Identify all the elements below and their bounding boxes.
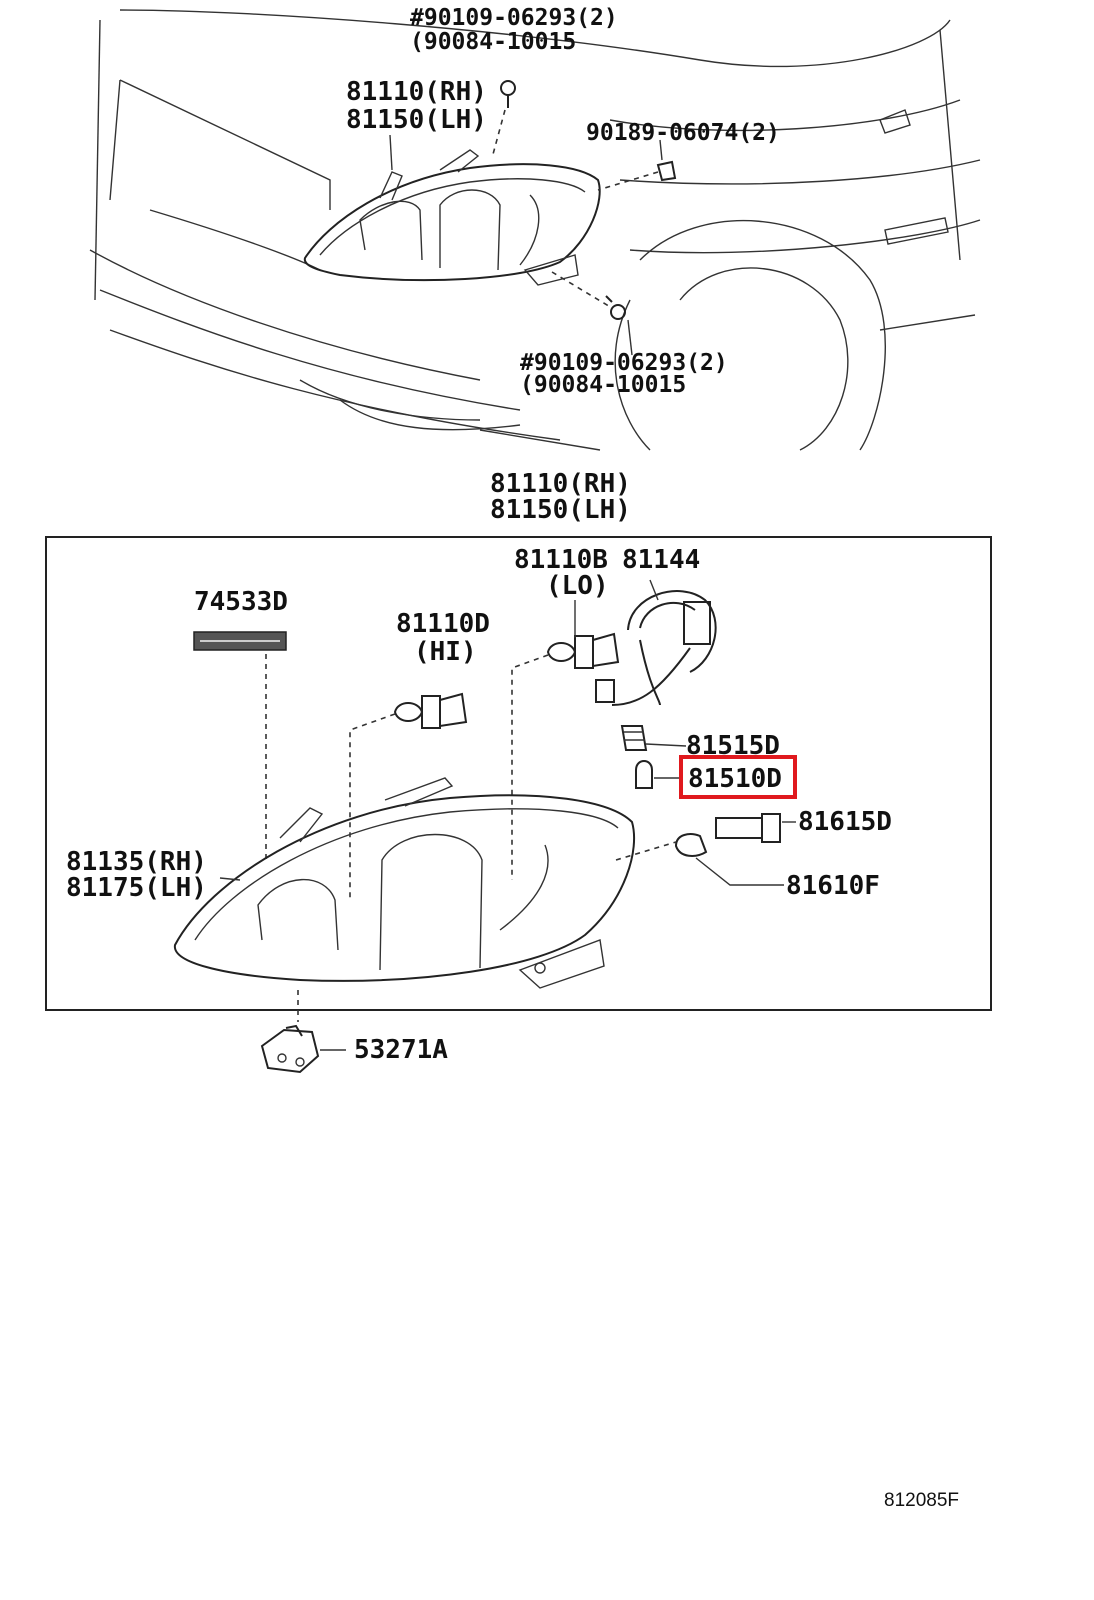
highlight-backdrop [681, 757, 795, 797]
socket-wire-icon [595, 590, 717, 706]
headlamp-housing-icon [173, 777, 636, 989]
socket-side-part-number: 81615D [798, 807, 892, 837]
bulb-lo-part-number: 81110B [514, 545, 608, 575]
assembly-rh-label: 81110(RH) [490, 469, 631, 499]
bolt-lower-icon [605, 295, 626, 320]
bolt-upper-icon [500, 80, 516, 108]
assembly-lh-label: 81150(LH) [490, 495, 631, 525]
housing-rh-label: 81135(RH) [66, 847, 207, 877]
bolt-upper-alt-number: (90084-10015 [410, 29, 576, 55]
headlamp-rh-label: 81110(RH) [346, 77, 487, 107]
bulb-small-part-number: 81510D [688, 764, 782, 794]
label-strip-icon [193, 631, 287, 651]
bracket-part-number: 53271A [354, 1035, 448, 1065]
label-strip-part-number: 74533D [194, 587, 288, 617]
bulb-side-part-number: 81610F [786, 871, 880, 901]
bracket-icon [260, 1024, 320, 1074]
socket-side-icon [715, 813, 781, 843]
socket-small-icon [620, 725, 648, 751]
bulb-hi-icon [393, 692, 468, 729]
bolt-upper-part-number: #90109-06293(2) [410, 5, 618, 31]
vehicle-outline [89, 9, 981, 451]
bulb-hi-note: (HI) [414, 637, 477, 667]
bulb-hi-part-number: 81110D [396, 609, 490, 639]
bulb-lo-icon [546, 632, 620, 669]
housing-lh-label: 81175(LH) [66, 873, 207, 903]
diagram-code: 812085F [884, 1490, 959, 1511]
bulb-lo-note: (LO) [546, 571, 609, 601]
bolt-lower-part-number: #90109-06293(2) [520, 350, 728, 376]
clip-part-number: 90189-06074(2) [586, 120, 780, 146]
clip-icon [656, 160, 677, 182]
bulb-small-icon [635, 760, 653, 789]
assembly-frame [45, 536, 992, 1011]
socket-wire-part-number: 81144 [622, 545, 700, 575]
bolt-lower-alt-number: (90084-10015 [520, 372, 686, 398]
headlamp-lh-label: 81150(LH) [346, 105, 487, 135]
bulb-side-icon [674, 833, 708, 857]
highlight-box [679, 755, 797, 799]
headlamp-installed [303, 149, 601, 286]
